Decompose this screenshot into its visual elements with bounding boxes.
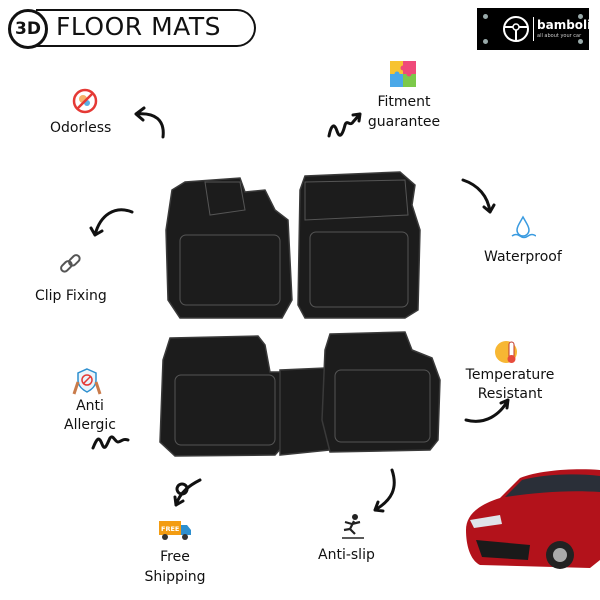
mat-front-right bbox=[297, 171, 421, 319]
feature-odorless: Odorless bbox=[50, 120, 112, 136]
free-badge-text: FREE bbox=[161, 525, 179, 533]
feature-free-shipping-line1: Free bbox=[160, 549, 190, 565]
page-title: FLOOR MATS bbox=[56, 12, 221, 41]
feature-free-shipping: Free Shipping bbox=[135, 547, 215, 587]
arrow-fitment bbox=[327, 112, 362, 138]
no-odor-icon bbox=[72, 88, 98, 114]
steering-wheel-icon bbox=[503, 16, 529, 42]
feature-temperature: Temperature Resistant bbox=[455, 366, 565, 404]
thermometer-sun-icon bbox=[495, 341, 517, 363]
delivery-truck-icon: FREE bbox=[159, 521, 191, 540]
chain-link-icon bbox=[60, 254, 81, 273]
arrow-allergic bbox=[91, 435, 130, 450]
brand-logo: bamboli all about your car bbox=[477, 8, 592, 50]
car-image bbox=[466, 469, 600, 569]
mat-front-left bbox=[165, 177, 293, 319]
puzzle-icon bbox=[390, 61, 416, 87]
water-drop-icon bbox=[511, 215, 536, 239]
car-body bbox=[466, 469, 600, 568]
car-wheel bbox=[546, 541, 574, 569]
title-pill bbox=[36, 9, 256, 47]
car-windshield bbox=[505, 474, 600, 497]
mat-rear-left bbox=[159, 335, 286, 457]
feature-anti-allergic-line2: Allergic bbox=[64, 417, 116, 433]
feature-anti-allergic: Anti Allergic bbox=[50, 397, 130, 435]
mat-rear-right bbox=[321, 331, 441, 453]
feature-fitment-line2: guarantee bbox=[367, 114, 441, 130]
floor-mats bbox=[159, 171, 441, 457]
arrow-anti-slip bbox=[373, 468, 396, 513]
feature-waterproof: Waterproof bbox=[484, 249, 562, 265]
feature-anti-allergic-line1: Anti bbox=[76, 398, 104, 414]
car-headlight bbox=[470, 515, 502, 528]
arrow-clip bbox=[89, 208, 134, 237]
arrow-shipping bbox=[173, 478, 202, 507]
logo-name: bamboli bbox=[537, 18, 592, 32]
arrow-odorless bbox=[134, 106, 165, 139]
feature-temperature-line2: Resistant bbox=[477, 386, 543, 402]
logo-tagline: all about your car bbox=[537, 33, 582, 39]
feature-free-shipping-line2: Shipping bbox=[144, 569, 206, 585]
arrow-waterproof bbox=[461, 178, 496, 214]
hands-shield-icon bbox=[72, 368, 102, 395]
badge-3d: 3D bbox=[8, 9, 48, 49]
slipping-person-icon bbox=[342, 514, 364, 539]
feature-fitment-line1: Fitment bbox=[377, 94, 431, 110]
feature-anti-slip: Anti-slip bbox=[318, 547, 375, 563]
feature-fitment: Fitment guarantee bbox=[364, 92, 444, 132]
feature-clip-fixing: Clip Fixing bbox=[35, 288, 107, 304]
car-grille bbox=[476, 540, 530, 560]
feature-temperature-line1: Temperature bbox=[465, 367, 555, 383]
mat-center-tunnel bbox=[279, 367, 331, 456]
